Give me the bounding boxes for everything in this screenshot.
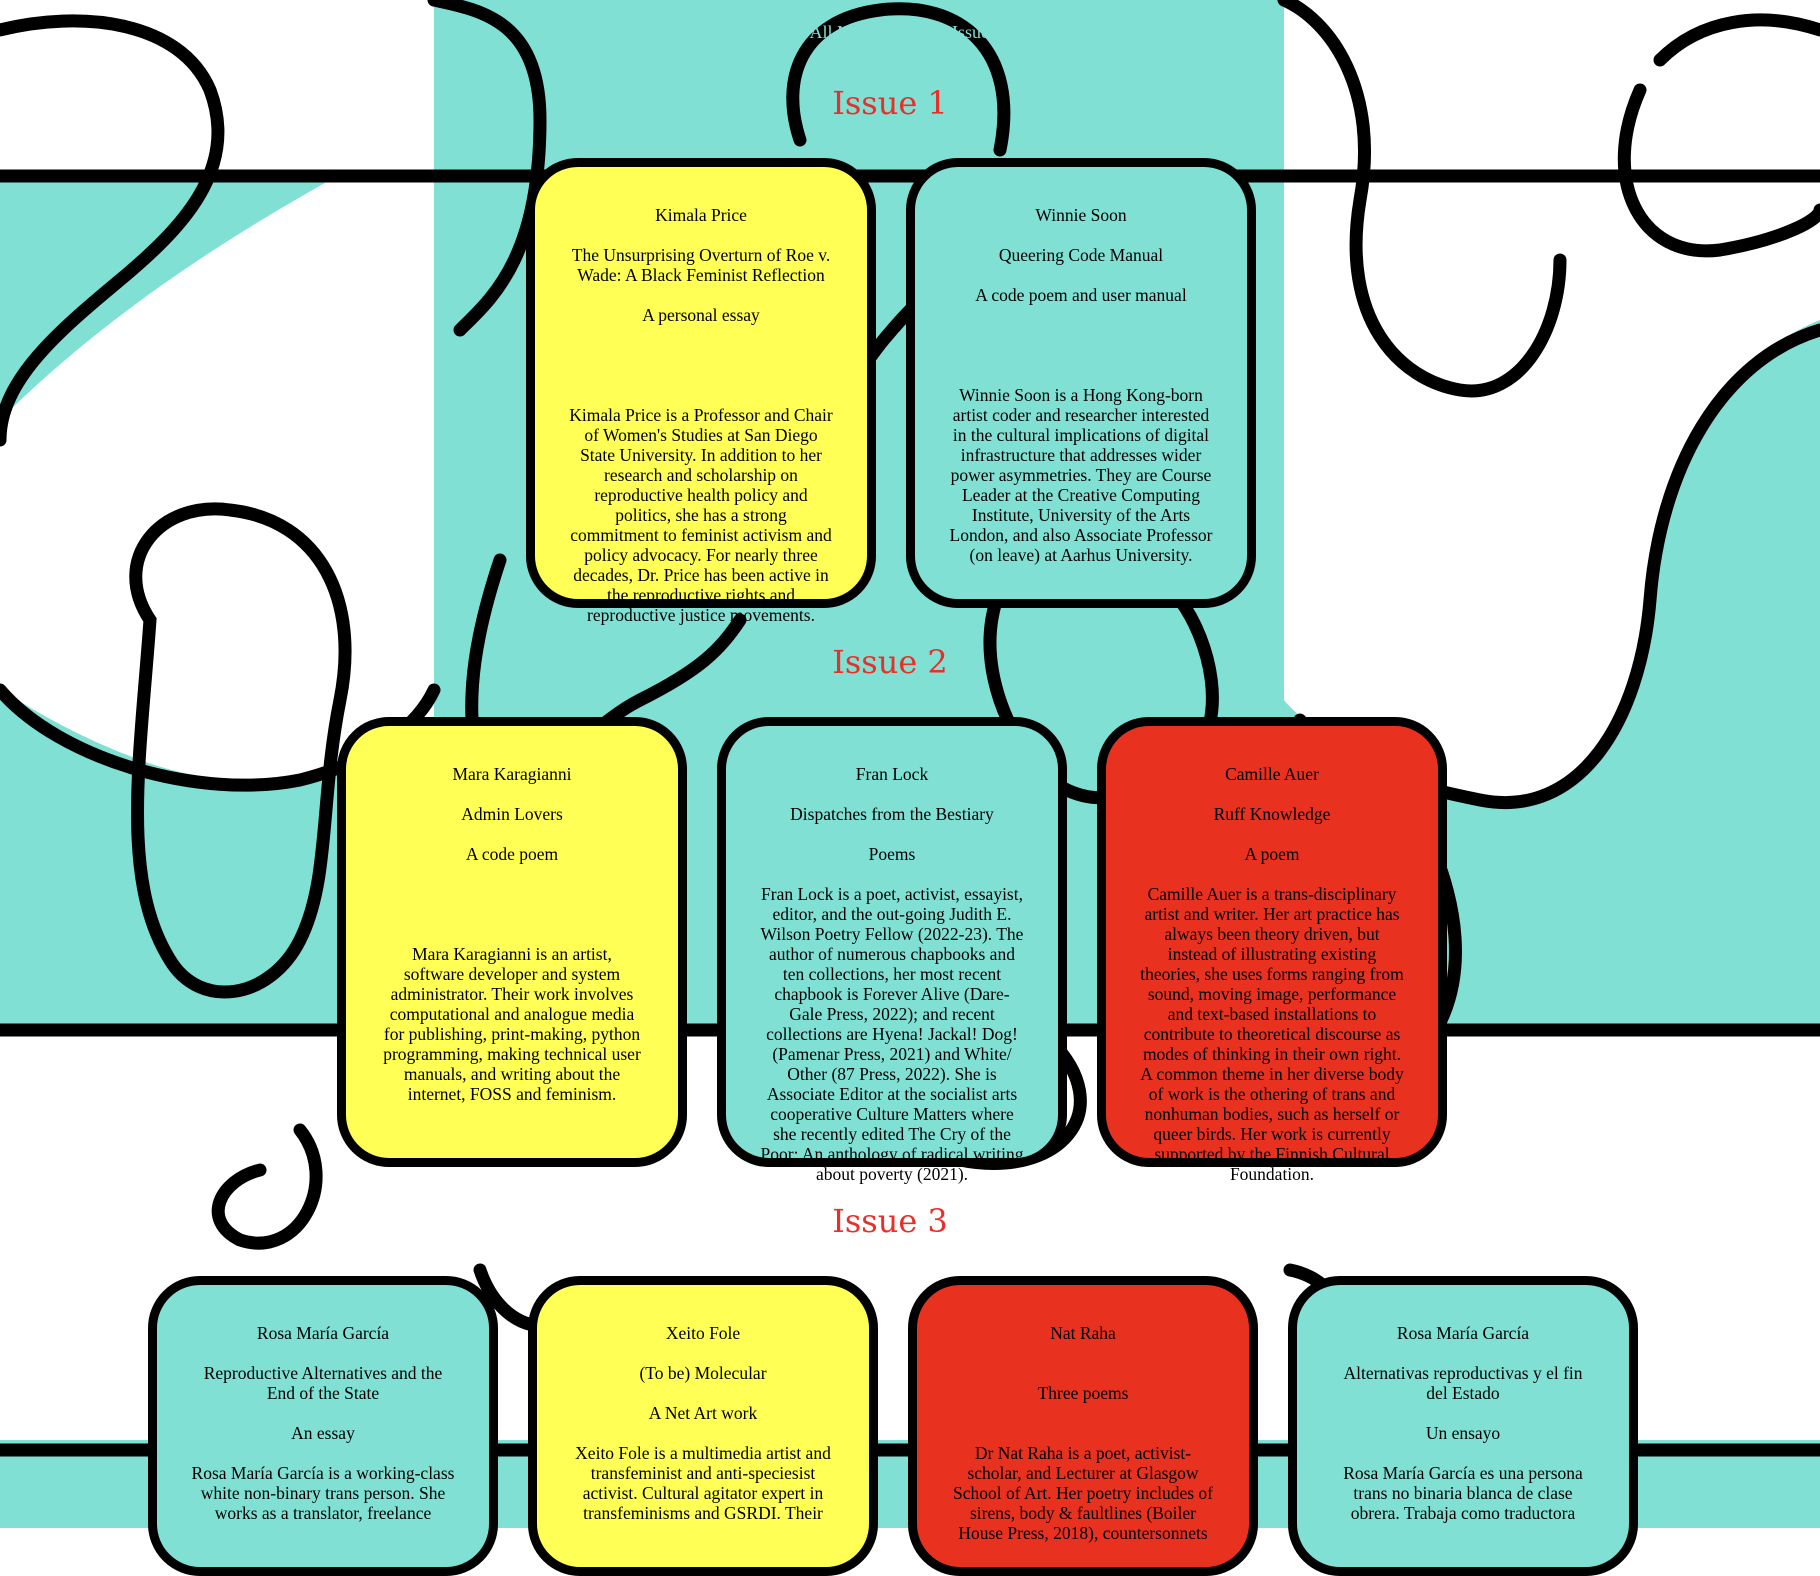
nav-magazine[interactable]: Them, All Magazine: [759, 22, 908, 42]
card-bio: Dr Nat Raha is a poet, activist-scholar,…: [952, 1443, 1213, 1543]
card-title: Reproductive Alternatives and the End of…: [203, 1363, 443, 1403]
card-author: Kimala Price: [655, 205, 747, 225]
card-type: An essay: [291, 1423, 355, 1443]
issue-2-card-fran-lock[interactable]: Fran Lock Dispatches from the Bestiary P…: [717, 717, 1067, 1184]
issue-2-title: Issue 2: [832, 643, 948, 681]
card-title: Dispatches from the Bestiary: [790, 804, 994, 824]
card-bio: Mara Karagianni is an artist, software d…: [383, 944, 641, 1104]
card-title: Ruff Knowledge: [1213, 804, 1331, 824]
card-bio: Xeito Fole is a multimedia artist and tr…: [575, 1443, 831, 1523]
issue-1-title: Issue 1: [832, 84, 948, 122]
nav-podcast[interactable]: Issue Podcast: [951, 22, 1050, 42]
card-bio: Winnie Soon is a Hong Kong-born artist c…: [949, 385, 1213, 565]
card-type: A Net Art work: [648, 1403, 758, 1423]
issue-2-card-camille-auer[interactable]: Camille Auer Ruff Knowledge A poem Camil…: [1097, 717, 1447, 1184]
card-author: Winnie Soon: [1035, 205, 1127, 225]
card-bio: Rosa María García es una persona trans n…: [1343, 1463, 1583, 1523]
card-author: Nat Raha: [1050, 1323, 1116, 1343]
issue-3-card-rosa-maria-garcia[interactable]: Rosa María García Reproductive Alternati…: [148, 1276, 498, 1576]
card-bio: Rosa María García is a working-class whi…: [191, 1463, 455, 1523]
card-author: Camille Auer: [1225, 764, 1319, 784]
issue-2-card-mara-karagianni[interactable]: Mara Karagianni Admin Lovers A code poem…: [337, 717, 687, 1167]
card-title: Alternativas reproductivas y el fin del …: [1343, 1363, 1583, 1403]
card-type: A code poem and user manual: [975, 285, 1187, 305]
card-author: Fran Lock: [855, 764, 929, 784]
card-type: Un ensayo: [1425, 1423, 1501, 1443]
issue-3-card-nat-raha[interactable]: Nat Raha Three poems Dr Nat Raha is a po…: [908, 1276, 1258, 1576]
card-author: Xeito Fole: [665, 1323, 741, 1343]
nav-about[interactable]: About: [670, 22, 716, 42]
card-title: Admin Lovers: [461, 804, 563, 824]
issue-1-card-winnie-soon[interactable]: Winnie Soon Queering Code Manual A code …: [906, 158, 1256, 608]
card-author: Rosa María García: [1396, 1323, 1530, 1343]
card-type: Poems: [868, 844, 916, 864]
card-bio: Fran Lock is a poet, activist, essayist,…: [760, 884, 1024, 1184]
card-bio: Kimala Price is a Professor and Chair of…: [569, 405, 833, 625]
issue-3-card-xeito-fole[interactable]: Xeito Fole (To be) Molecular A Net Art w…: [528, 1276, 878, 1576]
card-title: The Unsurprising Overturn of Roe v. Wade…: [571, 245, 831, 285]
card-type: A poem: [1244, 844, 1300, 864]
issue-3-title: Issue 3: [832, 1202, 948, 1240]
card-author: Mara Karagianni: [452, 764, 572, 784]
card-title: Queering Code Manual: [998, 245, 1164, 265]
top-nav: About Them, All Magazine Issue Podcast C…: [0, 22, 1820, 43]
card-author: Rosa María García: [256, 1323, 390, 1343]
card-title: Three poems: [1037, 1383, 1129, 1403]
nav-contact[interactable]: Contact: [1093, 22, 1150, 42]
card-type: A personal essay: [642, 305, 760, 325]
card-title: (To be) Molecular: [639, 1363, 767, 1383]
issue-3-card-rosa-maria-garcia-es[interactable]: Rosa María García Alternativas reproduct…: [1288, 1276, 1638, 1576]
issue-1-card-kimala-price[interactable]: Kimala Price The Unsurprising Overturn o…: [526, 158, 876, 625]
teal-column: [434, 0, 1284, 176]
card-type: A code poem: [465, 844, 559, 864]
card-bio: Camille Auer is a trans-disciplinary art…: [1140, 884, 1404, 1184]
